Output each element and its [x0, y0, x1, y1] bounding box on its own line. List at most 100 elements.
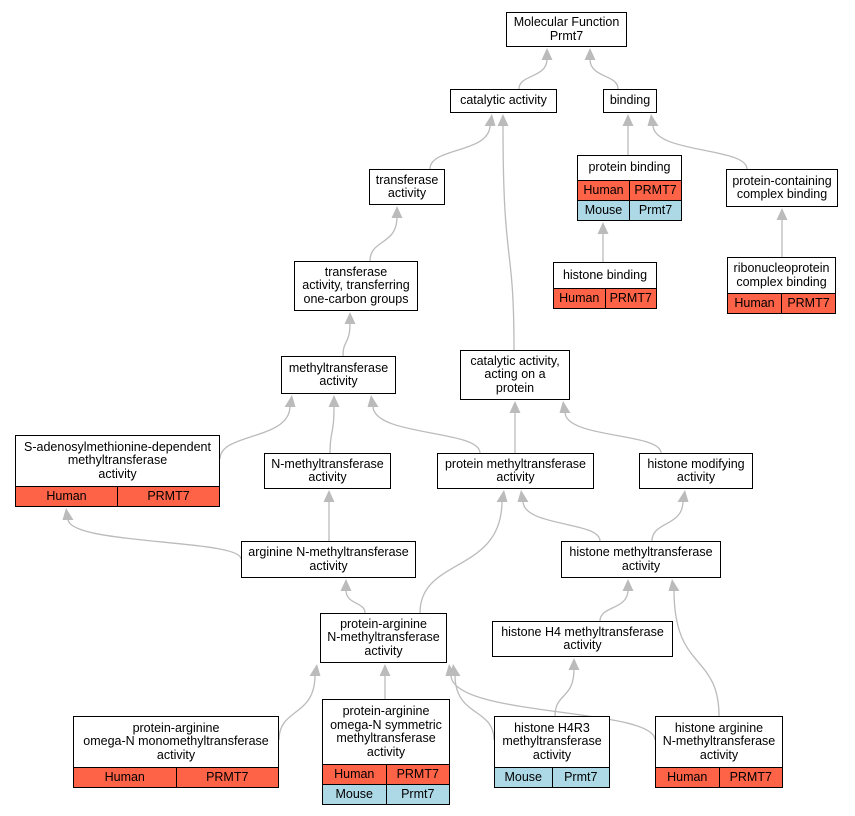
node-label: protein-arginine omega-N monomethyltrans… [83, 720, 269, 762]
arrowhead [284, 395, 296, 407]
arrowhead [517, 490, 529, 502]
node-histone-mod[interactable]: histone modifying activity [639, 453, 753, 489]
node-label: histone methyltransferase activity [569, 545, 713, 573]
edge-h-arg-to-pa-n-methyl [450, 674, 656, 741]
species-cell: Human [104, 769, 145, 784]
node-n-methyl[interactable]: N-methyltransferase activity [264, 453, 391, 489]
node-label: Molecular Function Prmt7 [513, 15, 620, 43]
node-label: binding [609, 93, 651, 108]
edge-binding-to-mf [589, 58, 619, 90]
edge-h4-methyl-to-histone-methyl [599, 589, 629, 622]
gene-cell: PRMT7 [629, 181, 681, 200]
edge-transferase-to-catalytic [429, 124, 491, 170]
arrowhead [62, 508, 74, 520]
arrowhead [323, 490, 335, 502]
node-h4-methyl[interactable]: histone H4 methyltransferase activity [492, 621, 673, 657]
node-cat-protein[interactable]: catalytic activity, acting on a protein [460, 350, 570, 400]
edge-methyltransferase-to-one-carbon [342, 322, 351, 357]
species-row-human: Human PRMT7 [656, 767, 782, 787]
gene-cell: PRMT7 [718, 768, 783, 787]
gene-cell: PRMT7 [117, 487, 219, 506]
node-label: transferase activity [375, 172, 439, 200]
arrowhead [309, 664, 321, 676]
species-cell: Human [559, 290, 600, 305]
node-mf[interactable]: Molecular Function Prmt7 [506, 12, 627, 47]
node-label: protein-arginine N-methyltransferase act… [327, 616, 440, 658]
edge-pa-n-methyl-to-arg-n-methyl [345, 589, 366, 614]
edge-cat-protein-to-catalytic [502, 124, 515, 351]
species-cell: Human [583, 182, 624, 197]
arrowhead [622, 579, 634, 591]
node-transferase[interactable]: transferase activity [369, 169, 445, 205]
node-label: catalytic activity [460, 93, 547, 108]
node-pa-n-methyl[interactable]: protein-arginine N-methyltransferase act… [320, 613, 447, 663]
node-histone-methyl[interactable]: histone methyltransferase activity [561, 541, 721, 578]
node-binding[interactable]: binding [603, 89, 657, 113]
node-label: histone H4R3 methyltransferase activity [502, 720, 602, 762]
node-label: transferase activity, transferring one-c… [302, 264, 410, 306]
arrowhead [647, 114, 659, 126]
edge-histone-methyl-to-protein-methyl [522, 500, 601, 542]
species-cell: Human [734, 295, 775, 310]
edge-h-arg-to-histone-methyl [673, 589, 720, 717]
node-arg-n-methyl[interactable]: arginine N-methyltransferase activity [241, 541, 416, 578]
node-label: protein binding [588, 160, 671, 175]
node-methyltransferase[interactable]: methyltransferase activity [281, 356, 396, 394]
node-label: N-methyltransferase activity [271, 456, 384, 484]
node-sam[interactable]: S-adenosylmethionine-dependent methyltra… [15, 435, 220, 507]
species-cell: Human [46, 488, 87, 503]
arrowhead [340, 579, 352, 591]
node-label: histone binding [562, 267, 648, 282]
node-label: histone H4 methyltransferase activity [501, 624, 664, 652]
arrowhead [445, 664, 457, 676]
node-label: histone arginine N-methyltransferase act… [662, 720, 776, 762]
node-protein-methyl[interactable]: protein methyltransferase activity [437, 453, 594, 489]
edge-one-carbon-to-transferase [369, 216, 398, 262]
node-label: histone modifying activity [647, 456, 745, 484]
arrowhead [541, 48, 553, 60]
node-h-arg[interactable]: histone arginine N-methyltransferase act… [655, 716, 783, 788]
node-pa-sym[interactable]: protein-arginine omega-N symmetric methy… [322, 699, 450, 805]
node-one-carbon[interactable]: transferase activity, transferring one-c… [294, 261, 418, 311]
edge-histone-mod-to-cat-protein [564, 411, 662, 454]
edge-pa-n-methyl-to-protein-methyl [419, 500, 503, 614]
edge-pa-mono-to-pa-n-methyl [278, 674, 316, 741]
node-label: catalytic activity, acting on a protein [470, 353, 560, 395]
arrowhead [328, 395, 340, 407]
edge-protein-methyl-to-methyltransferase [372, 405, 481, 454]
arrowhead [497, 114, 509, 126]
edge-catalytic-to-mf [518, 58, 548, 90]
arrowhead [776, 208, 788, 220]
arrowhead [677, 490, 689, 502]
node-pa-mono[interactable]: protein-arginine omega-N monomethyltrans… [73, 716, 279, 788]
node-catalytic[interactable]: catalytic activity [450, 89, 557, 113]
species-row-human: Human PRMT7 [16, 486, 219, 506]
node-label: methyltransferase activity [288, 360, 389, 388]
node-label: protein-arginine omega-N symmetric methy… [330, 704, 442, 759]
edge-histone-methyl-to-histone-mod [651, 500, 684, 542]
arrowhead [584, 48, 596, 60]
species-row-human: Human PRMT7 [578, 180, 681, 200]
edge-h4r3-to-h4-methyl [554, 668, 575, 717]
species-cell: Human [667, 769, 708, 784]
edge-n-methyl-to-methyltransferase [329, 405, 335, 454]
arrowhead [597, 222, 609, 234]
node-pc-binding[interactable]: protein-containing complex binding [726, 169, 838, 207]
arrowhead [509, 401, 521, 413]
edge-h4r3-to-pa-n-methyl [454, 674, 495, 741]
arrowhead [622, 114, 634, 126]
species-cell: Mouse [335, 786, 374, 801]
node-label: arginine N-methyltransferase activity [248, 545, 409, 573]
species-cell: Human [334, 766, 375, 781]
